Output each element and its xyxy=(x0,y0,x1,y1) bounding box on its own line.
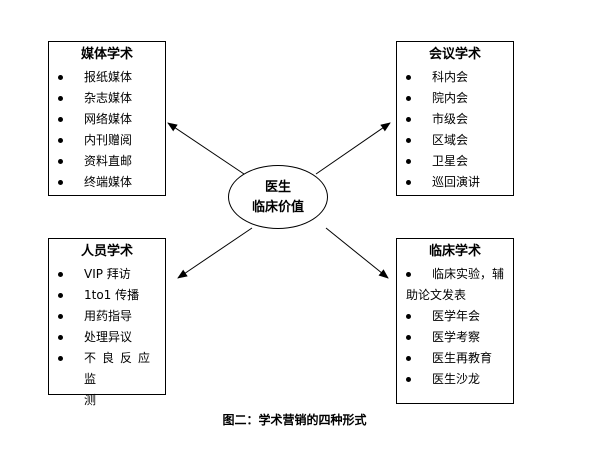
list-item: 科内会 xyxy=(397,67,513,88)
list-item-label: 巡回演讲 xyxy=(432,175,481,189)
list-item-label: 科内会 xyxy=(432,70,469,84)
list-item: 市级会 xyxy=(397,109,513,130)
bullet-icon xyxy=(406,335,411,340)
list-item-label: 终端媒体 xyxy=(84,175,133,189)
list-item: 巡回演讲 xyxy=(397,172,513,193)
list-item-label: 院内会 xyxy=(432,91,469,105)
list-item: 用药指导 xyxy=(49,306,165,327)
list-item-label: 资料直邮 xyxy=(84,154,133,168)
list-item: 终端媒体 xyxy=(49,172,165,193)
list-item: 网络媒体 xyxy=(49,109,165,130)
list-item: 1to1 传播 xyxy=(49,285,165,306)
bullet-icon xyxy=(58,96,63,101)
bullet-icon xyxy=(58,159,63,164)
list-item-label: 医生再教育 xyxy=(432,351,493,365)
bullet-icon xyxy=(58,138,63,143)
people-academic-box: 人员学术 VIP 拜访 1to1 传播 用药指导 处理异议 不良反应监 测 xyxy=(48,238,166,407)
center-label-doctor: 医生 xyxy=(264,180,291,195)
box-title: 人员学术 xyxy=(80,244,133,259)
bullet-icon xyxy=(406,314,411,319)
bullet-icon xyxy=(58,314,63,319)
box-title: 会议学术 xyxy=(428,47,481,62)
list-item-continuation: 助论文发表 xyxy=(397,285,513,306)
list-item: 医生沙龙 xyxy=(397,369,513,390)
bullet-icon xyxy=(58,293,63,298)
bullet-icon xyxy=(58,272,63,277)
box-title: 媒体学术 xyxy=(80,47,133,62)
list-item-label: 网络媒体 xyxy=(84,112,133,126)
bullet-icon xyxy=(406,138,411,143)
bullet-icon xyxy=(406,377,411,382)
list-item: 医学考察 xyxy=(397,327,513,348)
box-list: 临床实验，辅 助论文发表 医学年会 医学考察 医生再教育 医生沙龙 xyxy=(397,264,513,390)
list-item-label: 医生沙龙 xyxy=(432,372,481,386)
list-item: 内刊赠阅 xyxy=(49,130,165,151)
list-item: 院内会 xyxy=(397,88,513,109)
list-item: 不良反应监 xyxy=(49,348,165,390)
bullet-icon xyxy=(406,159,411,164)
bullet-icon xyxy=(406,75,411,80)
arrow-to-clinic xyxy=(325,227,389,279)
bullet-icon xyxy=(406,272,411,277)
media-academic-box: 媒体学术 报纸媒体 杂志媒体 网络媒体 内刊赠阅 资料直邮 终端媒体 xyxy=(48,41,166,196)
list-item-label: 医学年会 xyxy=(432,309,481,323)
list-item-label: 用药指导 xyxy=(84,309,133,323)
meeting-academic-box: 会议学术 科内会 院内会 市级会 区域会 卫星会 巡回演讲 xyxy=(396,41,514,196)
center-ellipse: 医生 临床价值 xyxy=(228,165,328,229)
list-item-label: 卫星会 xyxy=(432,154,469,168)
list-item-label: VIP 拜访 xyxy=(84,267,131,281)
box-title: 临床学术 xyxy=(428,244,481,259)
list-item: 临床实验，辅 xyxy=(397,264,513,285)
bullet-icon xyxy=(58,180,63,185)
list-item-label: 市级会 xyxy=(432,112,469,126)
bullet-icon xyxy=(58,75,63,80)
bullet-icon xyxy=(406,96,411,101)
bullet-icon xyxy=(406,356,411,361)
list-item-label: 不良反应监 xyxy=(84,351,157,386)
list-item: 卫星会 xyxy=(397,151,513,172)
arrow-to-people xyxy=(177,227,253,279)
arrow-to-meeting xyxy=(315,122,391,175)
list-item-label: 助论文发表 xyxy=(406,288,467,302)
list-item: 区域会 xyxy=(397,130,513,151)
box-list: VIP 拜访 1to1 传播 用药指导 处理异议 不良反应监 测 xyxy=(49,264,165,411)
bullet-icon xyxy=(58,356,63,361)
bullet-icon xyxy=(406,180,411,185)
list-item: 资料直邮 xyxy=(49,151,165,172)
list-item: 医学年会 xyxy=(397,306,513,327)
list-item-label: 区域会 xyxy=(432,133,469,147)
list-item: 医生再教育 xyxy=(397,348,513,369)
bullet-icon xyxy=(58,335,63,340)
list-item-label: 内刊赠阅 xyxy=(84,133,133,147)
list-item-label: 医学考察 xyxy=(432,330,481,344)
bullet-icon xyxy=(406,117,411,122)
list-item-label: 处理异议 xyxy=(84,330,133,344)
clinical-academic-box: 临床学术 临床实验，辅 助论文发表 医学年会 医学考察 医生再教育 医生沙龙 xyxy=(396,238,514,404)
center-label-clinical-value: 临床价值 xyxy=(251,200,304,215)
list-item-label: 报纸媒体 xyxy=(84,70,133,84)
list-item: 处理异议 xyxy=(49,327,165,348)
list-item-label: 测 xyxy=(84,393,97,407)
bullet-icon xyxy=(58,117,63,122)
box-list: 报纸媒体 杂志媒体 网络媒体 内刊赠阅 资料直邮 终端媒体 xyxy=(49,67,165,193)
box-list: 科内会 院内会 市级会 区域会 卫星会 巡回演讲 xyxy=(397,67,513,193)
figure-caption: 图二：学术营销的四种形式 xyxy=(222,413,367,427)
list-item: 报纸媒体 xyxy=(49,67,165,88)
list-item-continuation: 测 xyxy=(49,390,165,411)
list-item: 杂志媒体 xyxy=(49,88,165,109)
arrow-to-media xyxy=(167,122,245,175)
list-item-label: 临床实验，辅 xyxy=(432,267,505,281)
list-item-label: 1to1 传播 xyxy=(84,288,140,302)
list-item: VIP 拜访 xyxy=(49,264,165,285)
list-item-label: 杂志媒体 xyxy=(84,91,133,105)
